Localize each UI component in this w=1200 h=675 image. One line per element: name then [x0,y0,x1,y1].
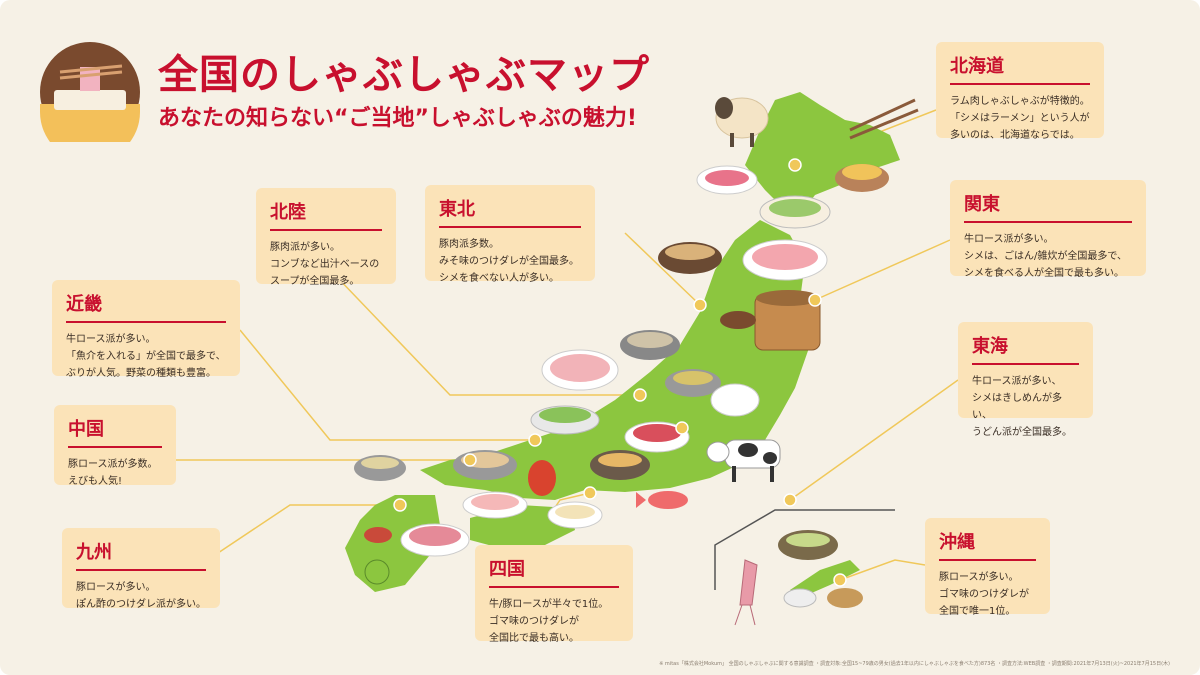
region-box-hokuriku: 北陸 豚肉派が多い。 コンブなど出汁ベースの スープが全国最多。 [256,188,396,287]
survey-footnote: ※ mitas「株式会社Mokum」 全国のしゃぶしゃぶに関する意識調査 ・調査… [659,661,1170,667]
region-name: 沖縄 [939,528,1036,561]
region-name: 東北 [439,195,581,228]
region-text: 豚ロースが多い。 ぽん酢のつけダレ派が多い。 [76,582,206,610]
region-name: 東海 [972,332,1079,365]
sheep-icon [715,97,769,147]
region-text: 牛ロース派が多い、 シメはきしめんが多い、 うどん派が全国最多。 [972,376,1072,438]
region-text: 豚ロースが多い。 ゴマ味のつけダレが 全国で唯一1位。 [939,572,1029,617]
region-name: 九州 [76,538,206,571]
page-title: 全国のしゃぶしゃぶマップ [158,52,650,98]
region-text: 豚ロース派が多数。 えびも人気! [68,459,158,487]
squid-icon [734,559,758,626]
region-name: 中国 [68,415,162,448]
region-name: 北陸 [270,198,382,231]
lobster-icon [528,460,556,496]
location-dots [393,158,847,587]
region-name: 近畿 [66,290,226,323]
sudachi-icon [364,559,390,585]
region-text: 牛/豚ロースが半々で1位。 ゴマ味のつけダレが 全国比で最も高い。 [489,599,609,644]
region-box-kanto: 関東 牛ロース派が多い。 シメは、ごはん/雑炊が全国最多で、 シメを食べる人が全… [950,180,1146,279]
sea-bream-icon [636,491,688,509]
page-subtitle: あなたの知らない“ご当地”しゃぶしゃぶの魅力! [158,106,637,131]
region-name: 北海道 [950,52,1090,85]
region-text: 豚肉派多数。 みそ味のつけダレが全国最多。 シメを食べない人が多い。 [439,239,579,284]
region-box-chugoku: 中国 豚ロース派が多数。 えびも人気! [54,405,176,487]
region-box-hokkaido: 北海道 ラム肉しゃぶしゃぶが特徴的。 「シメはラーメン」という人が 多いのは、北… [936,42,1104,141]
region-box-shikoku: 四国 牛/豚ロースが半々で1位。 ゴマ味のつけダレが 全国比で最も高い。 [475,545,633,644]
region-name: 四国 [489,555,619,588]
okinawa-land [790,560,860,598]
region-box-tohoku: 東北 豚肉派多数。 みそ味のつけダレが全国最多。 シメを食べない人が多い。 [425,185,595,284]
hokkaido-land [745,92,900,215]
region-box-tokai: 東海 牛ロース派が多い、 シメはきしめんが多い、 うどん派が全国最多。 [958,322,1093,438]
food-illustrations [354,164,889,608]
okinawa-frame [714,509,895,590]
region-text: 豚肉派が多い。 コンブなど出汁ベースの スープが全国最多。 [270,242,380,287]
shabu-pot-logo-icon [40,42,140,142]
region-text: 牛ロース派が多い。 「魚介を入れる」が全国で最多で、 ぶりが人気。野菜の種類も豊… [66,334,226,379]
region-name: 関東 [964,190,1132,223]
region-box-kinki: 近畿 牛ロース派が多い。 「魚介を入れる」が全国で最多で、 ぶりが人気。野菜の種… [52,280,240,379]
cow-icon [706,439,781,482]
chopsticks-icon [849,98,919,140]
region-box-okinawa: 沖縄 豚ロースが多い。 ゴマ味のつけダレが 全国で唯一1位。 [925,518,1050,617]
leader-lines [175,109,959,581]
honshu-land [420,220,810,500]
region-text: 牛ロース派が多い。 シメは、ごはん/雑炊が全国最多で、 シメを食べる人が全国で最… [964,234,1127,279]
region-text: ラム肉しゃぶしゃぶが特徴的。 「シメはラーメン」という人が 多いのは、北海道なら… [950,96,1090,141]
region-box-kyushu: 九州 豚ロースが多い。 ぽん酢のつけダレ派が多い。 [62,528,220,610]
